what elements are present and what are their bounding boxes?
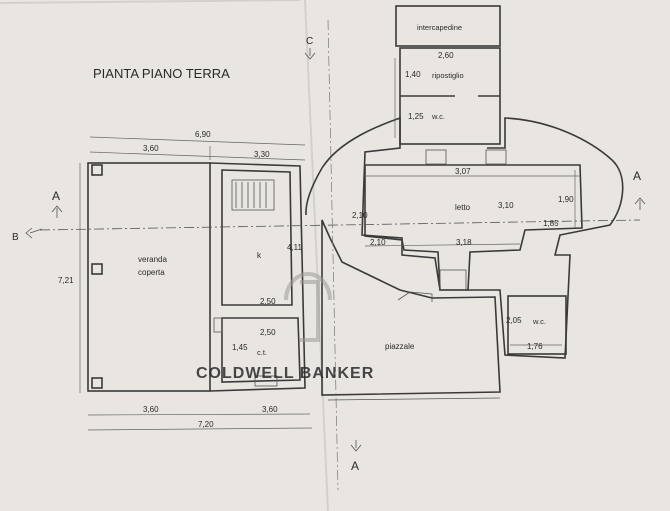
pillar [91, 164, 103, 176]
dim-label: 7,20 [198, 420, 214, 429]
pillar [91, 377, 103, 389]
section-mark-a-right: A [633, 169, 641, 183]
dim-label: 2,05 [506, 316, 522, 325]
dim-label: 1,85 [543, 219, 559, 228]
dim-label: 4,11 [287, 243, 303, 252]
dim-label: 2,50 [260, 328, 276, 337]
room-label-coperta: coperta [138, 268, 165, 277]
dim-label: 3,60 [143, 405, 159, 414]
letto-room-walls [364, 164, 583, 291]
dim-line [87, 427, 313, 431]
section-mark-a-bottom: A [351, 459, 359, 473]
dim-label: 3,10 [498, 201, 514, 210]
room-label-ripostiglio: ripostiglio [432, 71, 464, 80]
section-line-a [39, 219, 641, 231]
room-label-wc-bottom: w.c. [532, 317, 546, 326]
paper-fold-line-top [0, 0, 301, 4]
window [254, 375, 278, 387]
kitchen-block-walls [209, 162, 306, 392]
arrow-left-icon [25, 227, 43, 239]
watermark-text: COLDWELL BANKER [196, 365, 374, 382]
arrow-up-icon [51, 205, 63, 218]
dim-label: 2,50 [260, 297, 276, 306]
section-mark-b: B [12, 232, 19, 243]
dim-label: 1,45 [232, 343, 248, 352]
wc-bottom-walls [507, 295, 567, 355]
room-label-piazzale: piazzale [385, 342, 415, 351]
stair [231, 179, 275, 211]
dim-label: 2,60 [438, 51, 454, 60]
room-label-k: k [257, 251, 262, 260]
dim-label: 1,40 [405, 70, 421, 79]
ct-room-walls [221, 317, 301, 383]
niche [439, 269, 467, 291]
room-label-letto: letto [455, 203, 471, 212]
cave-outline [321, 116, 624, 359]
dim-label: 3,18 [456, 238, 472, 247]
window [213, 317, 223, 333]
paper-fold-line [304, 0, 329, 511]
room-label-veranda: veranda [138, 255, 167, 264]
dim-label: 3,60 [262, 405, 278, 414]
section-mark-c: C [306, 36, 313, 47]
dim-label: 3,30 [254, 150, 270, 159]
plan-title: PIANTA PIANO TERRA [93, 66, 230, 81]
dim-label: 1,90 [558, 195, 574, 204]
dim-label: 6,90 [195, 130, 211, 139]
kitchen-inner-walls [221, 169, 293, 306]
room-label-wc-top: w.c. [431, 112, 445, 121]
dim-label: 7,21 [58, 276, 74, 285]
room-label-intercapedine: intercapedine [417, 23, 462, 32]
niche [425, 149, 447, 165]
dim-label: 2,10 [352, 211, 368, 220]
arrow-down-icon [304, 48, 316, 60]
dim-line [364, 243, 521, 247]
veranda-outline [87, 162, 211, 392]
room-label-ct: c.t. [257, 348, 267, 357]
arrow-down-icon [350, 440, 362, 452]
pillar [91, 263, 103, 275]
coldwell-banker-logo [284, 272, 332, 342]
steps [397, 291, 433, 302]
section-mark-a-left: A [52, 189, 60, 203]
dim-label: 2,10 [370, 238, 386, 247]
intercapedine-walls [395, 5, 501, 47]
dim-label: 3,07 [455, 167, 471, 176]
dim-label: 3,60 [143, 144, 159, 153]
dim-line [87, 413, 311, 416]
dim-label: 1,76 [527, 342, 543, 351]
section-line-c [327, 19, 339, 491]
niche [485, 149, 507, 165]
dim-line [89, 151, 306, 161]
arrow-up-icon [634, 197, 646, 210]
dim-label: 1,25 [408, 112, 424, 121]
dim-line [89, 136, 306, 146]
